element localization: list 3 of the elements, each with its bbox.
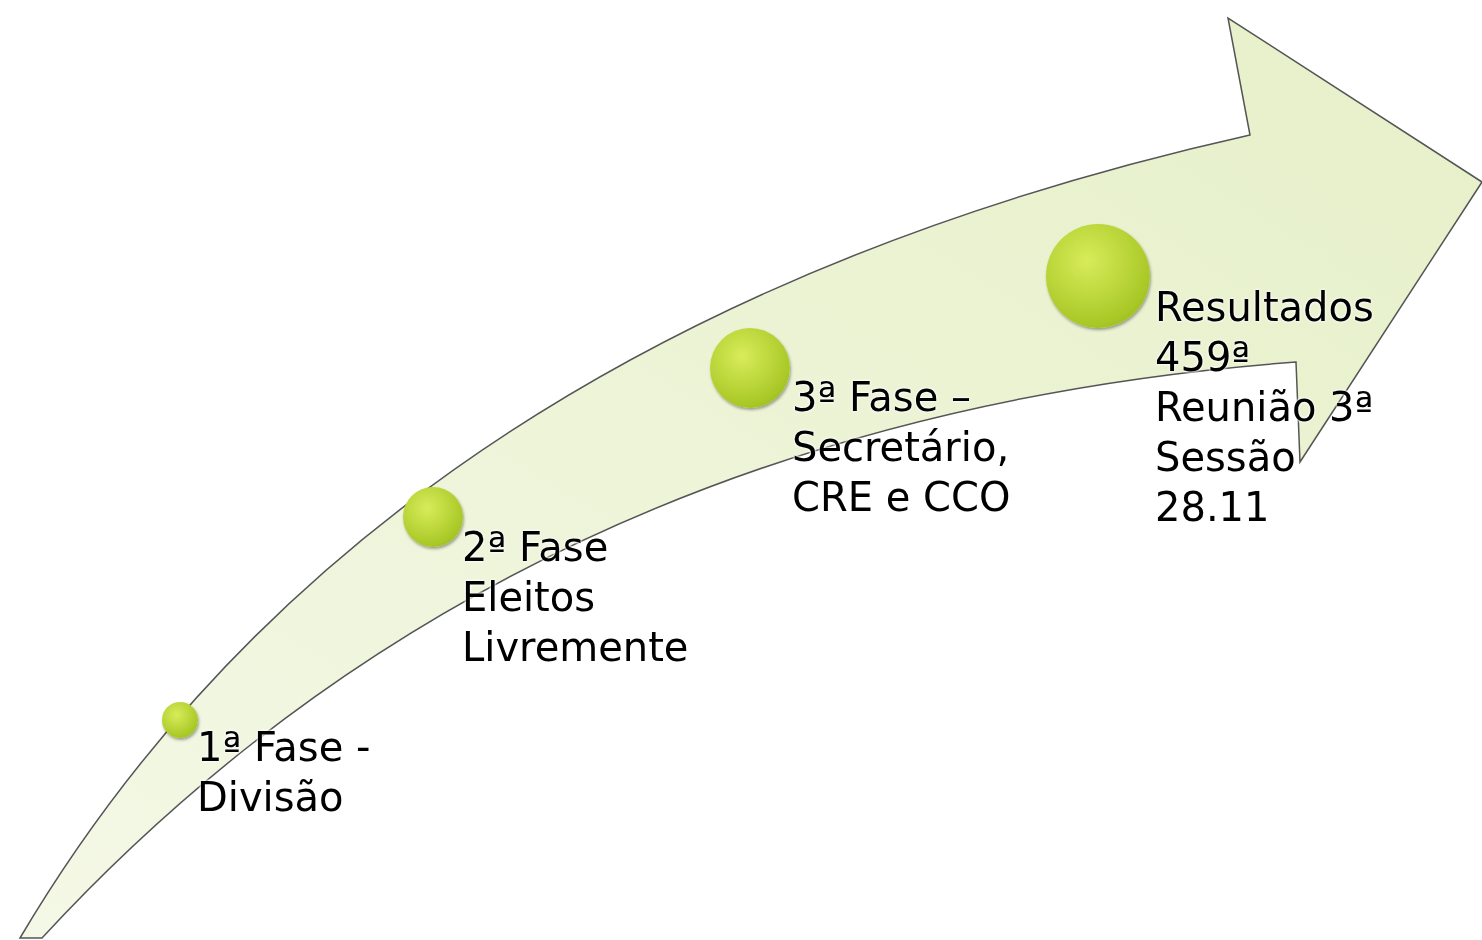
step-circle	[162, 702, 198, 738]
step-label: 1ª Fase - Divisão	[197, 723, 372, 822]
step-label: Resultados 459ª Reunião 3ª Sessão 28.11	[1155, 283, 1375, 532]
